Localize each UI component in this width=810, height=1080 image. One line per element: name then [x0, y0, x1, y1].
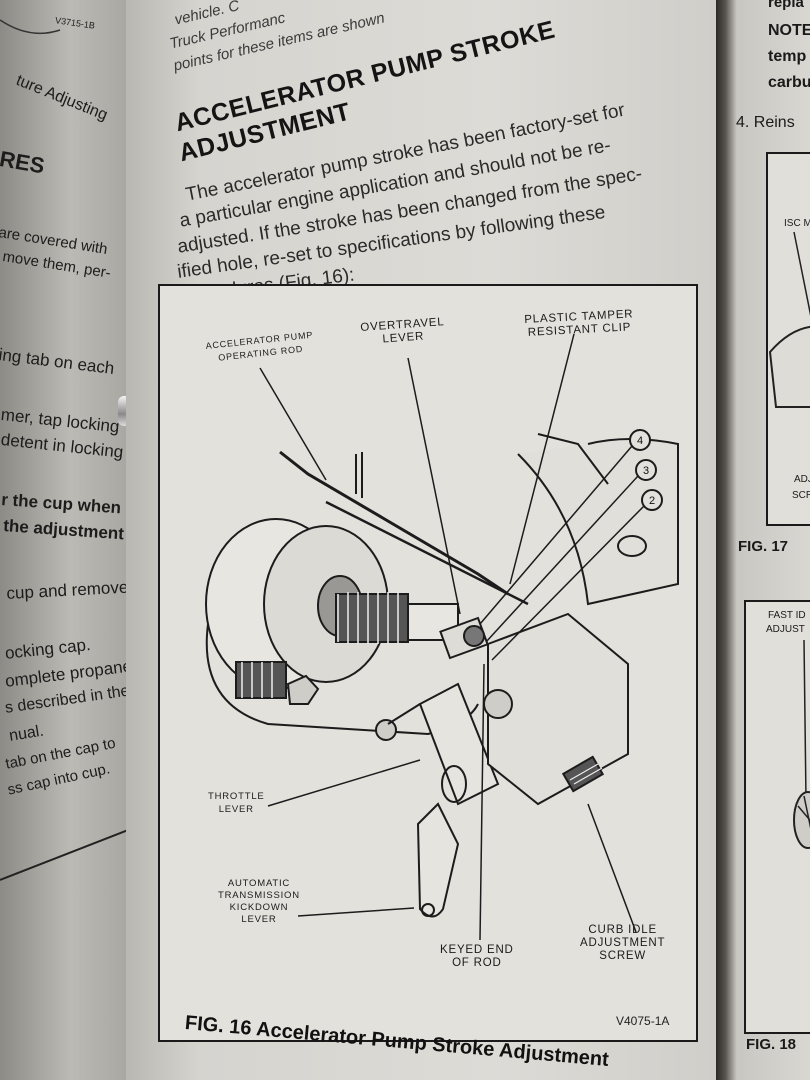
callout-2: 2 [649, 495, 655, 507]
figure-number: V4075-1A [616, 1014, 670, 1028]
label-keyed-end-of-rod: KEYED END OF ROD [440, 944, 514, 969]
right-page-line: carbu [768, 74, 810, 91]
fig18-label: ADJUST [766, 624, 805, 635]
right-page-note: NOTE [768, 22, 810, 39]
label-curb-idle-screw: CURB IDLE ADJUSTMENT SCREW [580, 924, 666, 962]
fig17-label: ADJUS [794, 474, 810, 485]
fig17-caption: FIG. 17 [738, 538, 789, 555]
right-page-step: 4. Reins [736, 114, 795, 131]
carburetor-illustration: 4 3 2 [205, 333, 679, 941]
callout-4: 4 [637, 435, 643, 447]
left-page-rules [0, 19, 128, 881]
right-page: repla NOTE temp carbu 4. Reins ISC MOTO … [716, 0, 810, 1080]
label-throttle-lever: THROTTLE LEVER [208, 791, 265, 815]
fig18-caption: FIG. 18 [746, 1036, 797, 1053]
label-kickdown-lever: AUTOMATIC TRANSMISSION KICKDOWN LEVER [218, 878, 300, 925]
left-page: V3715-1B ture Adjusting RES are covered … [0, 0, 128, 1080]
right-page-line: repla [768, 0, 804, 11]
callout-3: 3 [643, 465, 649, 477]
fig17-label: ISC MOTO [784, 218, 810, 229]
fig17-illustration [768, 231, 810, 408]
fig18-illustration [793, 639, 810, 849]
fig17-label: SCREW B [792, 490, 810, 501]
right-page-line: temp [768, 48, 807, 65]
fig18-label: FAST ID [768, 610, 806, 621]
